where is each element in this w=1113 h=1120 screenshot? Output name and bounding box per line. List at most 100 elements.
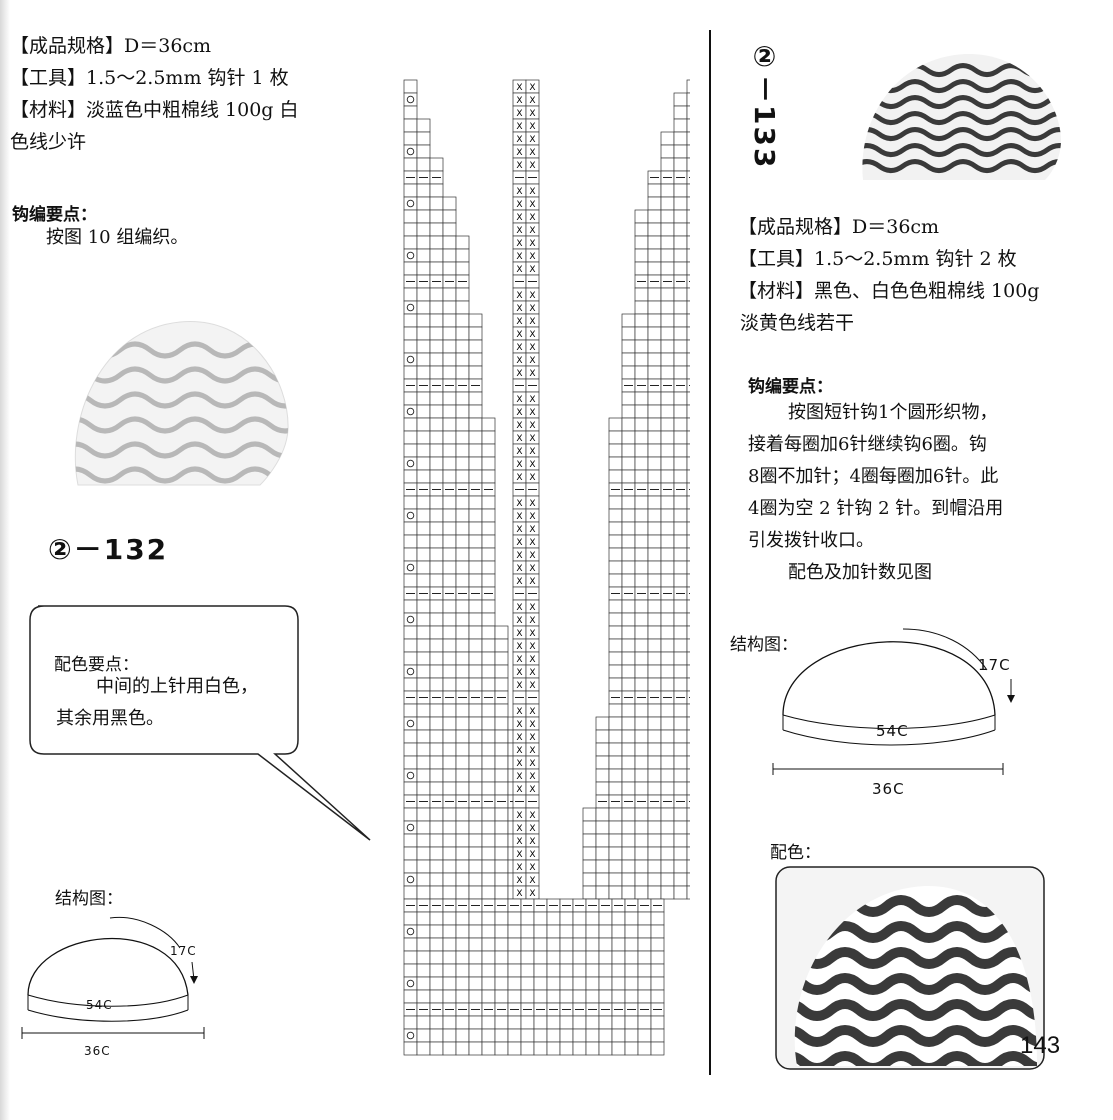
color-points-bubble <box>29 605 371 841</box>
svg-text:X: X <box>529 83 535 93</box>
knit-points-133-line3: 8圈不加针；4圈每圈加6针。此 <box>748 466 999 487</box>
svg-text:X: X <box>516 603 522 613</box>
svg-text:X: X <box>516 122 522 132</box>
svg-text:X: X <box>516 291 522 301</box>
svg-text:X: X <box>529 109 535 119</box>
hat-photo-132 <box>74 321 289 486</box>
svg-text:X: X <box>516 863 522 873</box>
svg-text:X: X <box>516 226 522 236</box>
svg-text:X: X <box>529 577 535 587</box>
spec-material-133-line2: 淡黄色线若干 <box>740 312 855 334</box>
svg-text:X: X <box>529 837 535 847</box>
svg-text:X: X <box>529 122 535 132</box>
svg-text:X: X <box>529 668 535 678</box>
svg-text:X: X <box>516 421 522 431</box>
svg-text:X: X <box>516 317 522 327</box>
svg-text:X: X <box>516 525 522 535</box>
svg-text:X: X <box>529 629 535 639</box>
svg-text:X: X <box>529 759 535 769</box>
svg-text:X: X <box>529 772 535 782</box>
color-points-title: 配色要点： <box>54 655 139 675</box>
svg-text:X: X <box>529 876 535 886</box>
svg-text:X: X <box>529 265 535 275</box>
svg-text:X: X <box>516 356 522 366</box>
svg-text:X: X <box>516 876 522 886</box>
spec-material-line1: 【材料】淡蓝色中粗棉线 100g 白 <box>10 99 299 121</box>
hat-photo-133-color <box>775 866 1045 1070</box>
svg-text:X: X <box>529 811 535 821</box>
svg-text:X: X <box>516 304 522 314</box>
svg-text:X: X <box>516 239 522 249</box>
svg-text:X: X <box>529 551 535 561</box>
svg-text:X: X <box>516 785 522 795</box>
svg-text:X: X <box>516 369 522 379</box>
svg-text:X: X <box>529 304 535 314</box>
svg-text:X: X <box>516 265 522 275</box>
svg-text:X: X <box>516 629 522 639</box>
svg-text:X: X <box>529 681 535 691</box>
knit-points-133-line4: 4圈为空 2 针钩 2 针。到帽沿用 <box>748 498 1004 519</box>
svg-text:X: X <box>516 889 522 899</box>
svg-text:X: X <box>529 291 535 301</box>
svg-text:X: X <box>529 707 535 717</box>
spec-tool-133: 【工具】1.5～2.5mm 钩针 2 枚 <box>738 248 1017 270</box>
svg-text:X: X <box>529 616 535 626</box>
svg-text:X: X <box>529 148 535 158</box>
svg-text:X: X <box>516 252 522 262</box>
svg-text:X: X <box>529 850 535 860</box>
hat-photo-133-small <box>862 53 1061 180</box>
svg-text:X: X <box>529 824 535 834</box>
svg-text:X: X <box>529 889 535 899</box>
structure-diagram-133 <box>772 628 1015 775</box>
knit-points-133-line2: 接着每圈加6针继续钩6圈。钩 <box>748 434 987 455</box>
spec-size-133: 【成品规格】D＝36cm <box>738 216 940 238</box>
model-code-132: ②－132 <box>48 533 169 566</box>
label-36c-132: 36C <box>84 1044 111 1058</box>
svg-text:X: X <box>516 434 522 444</box>
svg-text:X: X <box>516 187 522 197</box>
spec-tool: 【工具】1.5～2.5mm 钩针 1 枚 <box>10 67 289 89</box>
label-17c-132: 17C <box>170 944 197 958</box>
svg-text:X: X <box>516 512 522 522</box>
svg-text:X: X <box>516 668 522 678</box>
svg-text:X: X <box>529 135 535 145</box>
svg-text:X: X <box>529 239 535 249</box>
color-points-line2: 其余用黑色。 <box>56 708 164 729</box>
svg-text:X: X <box>529 421 535 431</box>
svg-text:X: X <box>516 96 522 106</box>
svg-text:X: X <box>529 746 535 756</box>
svg-text:X: X <box>529 213 535 223</box>
color-points-line1: 中间的上针用白色， <box>96 676 258 697</box>
spec-size: 【成品规格】D＝36cm <box>10 35 212 57</box>
svg-text:X: X <box>516 850 522 860</box>
svg-text:X: X <box>529 642 535 652</box>
svg-text:X: X <box>529 655 535 665</box>
structure-title-132: 结构图： <box>55 889 123 909</box>
page-divider <box>709 30 711 1075</box>
svg-text:X: X <box>529 187 535 197</box>
svg-text:X: X <box>516 447 522 457</box>
svg-text:X: X <box>529 564 535 574</box>
svg-text:X: X <box>516 200 522 210</box>
svg-text:X: X <box>516 83 522 93</box>
svg-text:X: X <box>516 109 522 119</box>
svg-text:X: X <box>516 655 522 665</box>
svg-text:X: X <box>529 96 535 106</box>
svg-text:X: X <box>529 434 535 444</box>
svg-text:X: X <box>516 733 522 743</box>
knit-points-133-line6: 配色及加针数见图 <box>788 562 932 583</box>
svg-text:X: X <box>516 720 522 730</box>
label-36c-133: 36C <box>872 780 905 798</box>
svg-text:X: X <box>529 200 535 210</box>
svg-text:X: X <box>529 447 535 457</box>
svg-text:X: X <box>529 720 535 730</box>
svg-text:X: X <box>529 317 535 327</box>
label-17c-133: 17C <box>978 656 1011 674</box>
svg-text:X: X <box>516 707 522 717</box>
svg-text:X: X <box>529 408 535 418</box>
svg-text:X: X <box>516 330 522 340</box>
svg-text:X: X <box>516 343 522 353</box>
svg-text:X: X <box>529 343 535 353</box>
svg-text:X: X <box>516 148 522 158</box>
